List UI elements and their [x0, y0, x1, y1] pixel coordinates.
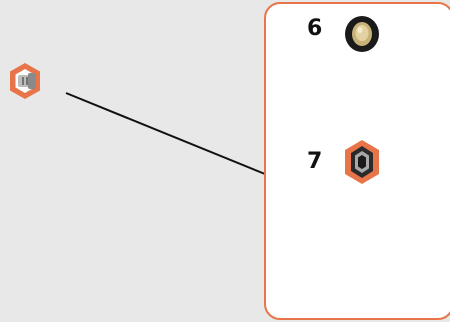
parts-panel: 6 7: [264, 2, 450, 320]
part-number-6: 6: [307, 16, 323, 41]
hex-nut-highlighted-icon: [345, 140, 379, 184]
hex-nut-highlighted-icon: [10, 63, 40, 99]
part-number-7: 7: [307, 149, 323, 174]
round-grommet-icon: [345, 16, 379, 52]
part-6-grommet[interactable]: [342, 15, 382, 53]
source-part-hex-nut[interactable]: [6, 62, 44, 100]
part-7-hex-nut[interactable]: [342, 138, 382, 186]
